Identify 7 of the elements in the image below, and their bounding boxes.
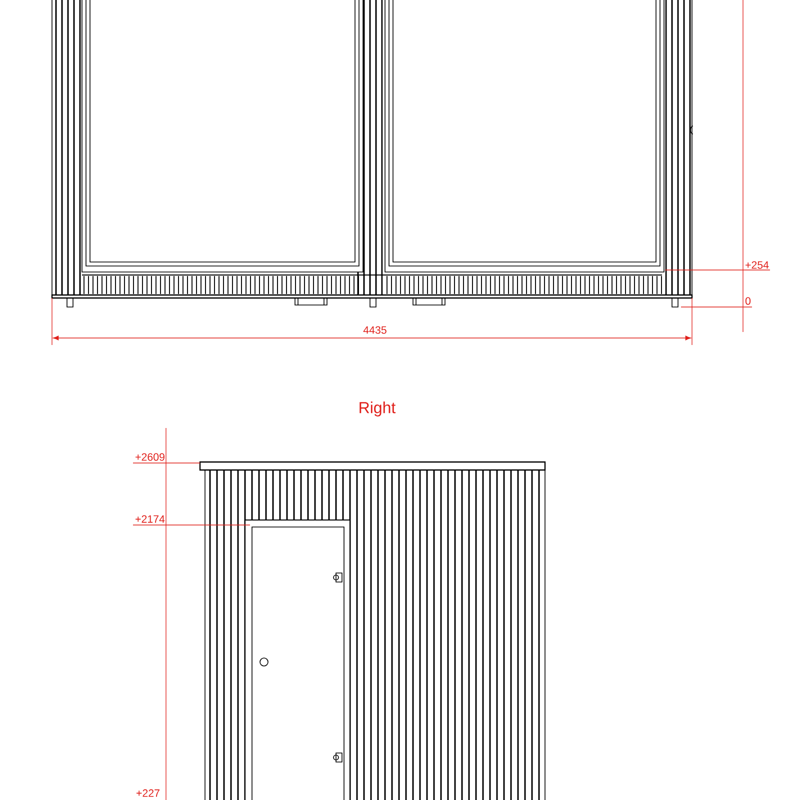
dimension-label: 0 (745, 297, 751, 305)
dimension-label: +254 (746, 261, 769, 269)
dimension-label: +2174 (136, 515, 165, 523)
dimension-label: +227 (136, 789, 160, 797)
dimension-label: 4435 (363, 326, 386, 334)
dimension-label: +2609 (136, 453, 164, 461)
view-title: Right (360, 402, 396, 416)
